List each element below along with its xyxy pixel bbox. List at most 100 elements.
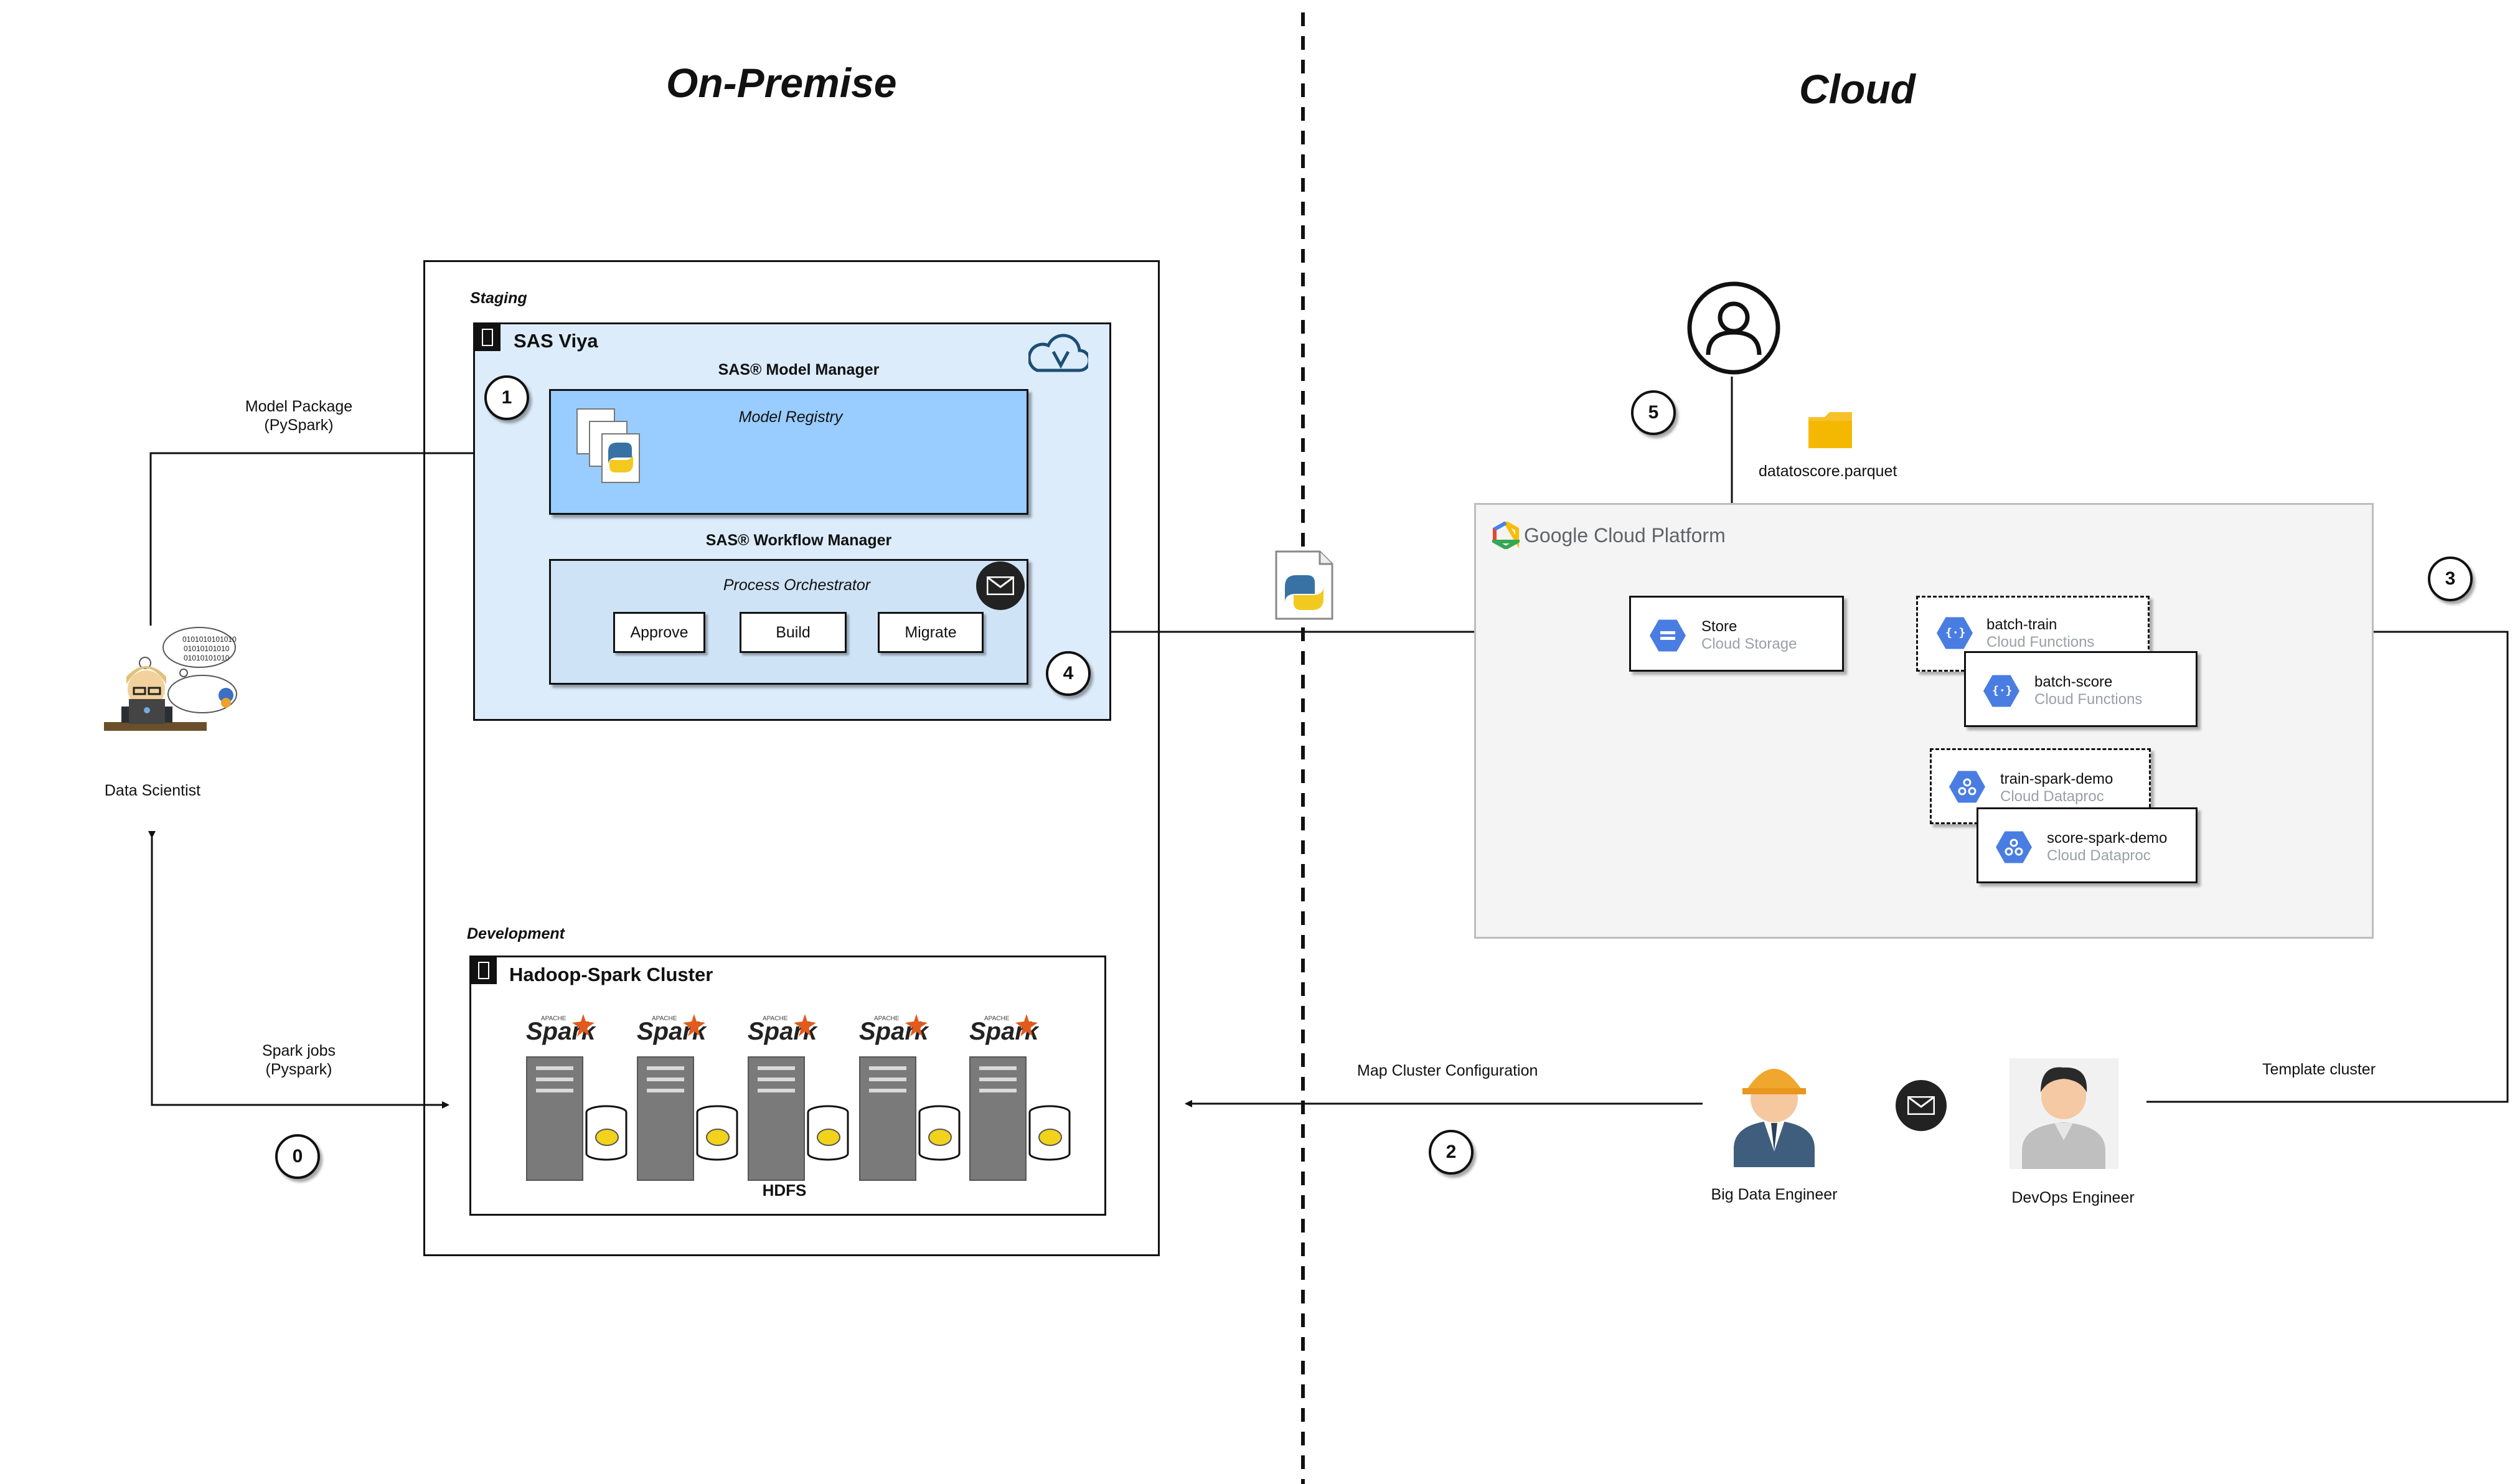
spark-node: Spark APACHE [637, 1014, 761, 1181]
gcp-logo-google: Google [1524, 524, 1589, 547]
data-scientist-icon [104, 627, 237, 731]
server-icon [474, 324, 501, 351]
server-icon [969, 1056, 1027, 1181]
devops-engineer-icon [2010, 1058, 2118, 1169]
build-step: Build [740, 612, 847, 653]
map-cluster-label: Map Cluster Configuration [1357, 1062, 1538, 1079]
spark-node: Spark APACHE [526, 1014, 651, 1181]
binary-line-2: 01010101010 [184, 644, 230, 653]
hadoop-elephant-icon [585, 1105, 628, 1161]
approve-step: Approve [613, 612, 705, 653]
spark-jobs-line-1: Spark jobs [261, 1042, 336, 1059]
envelope-icon [976, 561, 1025, 610]
edge-model-package [149, 449, 552, 626]
hadoop-elephant-icon [807, 1105, 849, 1161]
badge-step-2: 2 [1429, 1130, 1474, 1175]
gcp-panel [1474, 503, 2374, 939]
server-icon [526, 1056, 583, 1181]
hadoop-elephant-icon [1028, 1105, 1071, 1161]
process-orchestrator-label: Process Orchestrator [723, 576, 871, 594]
gcp-logo-icon [1492, 522, 1520, 549]
user-icon [1687, 281, 1780, 375]
store-title: Store [1701, 618, 1737, 635]
staging-label: Staging [470, 289, 527, 307]
cloud-title: Cloud [1799, 66, 1916, 112]
server-icon [471, 957, 497, 984]
binary-line-3: 01010101010 [184, 654, 230, 662]
server-icon [859, 1056, 916, 1181]
spark-node: Spark APACHE [969, 1014, 1094, 1181]
hadoop-elephant-icon [918, 1105, 961, 1161]
data-scientist-figure: 0101010101010 01010101010 01010101010 [78, 619, 240, 753]
spark-star-icon [1015, 1014, 1038, 1036]
badge-step-4: 4 [1046, 651, 1091, 696]
badge-step-5: 5 [1631, 390, 1676, 435]
spark-star-icon [905, 1014, 928, 1036]
dataproc-icon [1996, 831, 2032, 863]
model-package-label: Model Package (PySpark) [224, 397, 374, 434]
sas-viya-title: SAS Viya [514, 330, 598, 352]
apache-tag: APACHE [652, 1015, 677, 1022]
binary-line-1: 0101010101010 [182, 635, 237, 644]
folder-icon [1808, 412, 1852, 448]
spark-node: Spark APACHE [748, 1014, 872, 1181]
batch-score-subtitle: Cloud Functions [2034, 691, 2143, 708]
badge-step-3: 3 [2428, 556, 2473, 601]
badge-step-1: 1 [484, 375, 529, 420]
edge-spark-jobs [148, 831, 449, 1109]
batch-score-card[interactable]: {·} batch-score Cloud Functions [1964, 651, 2198, 727]
gcp-logo-cloud: Cloud Platform [1594, 524, 1726, 547]
hdfs-label: HDFS [762, 1181, 807, 1200]
spark-star-icon [794, 1014, 816, 1036]
train-spark-demo-subtitle: Cloud Dataproc [2000, 788, 2104, 805]
spark-jobs-label: Spark jobs (Pyspark) [237, 1041, 361, 1079]
score-spark-demo-title: score-spark-demo [2047, 830, 2168, 847]
score-spark-demo-subtitle: Cloud Dataproc [2047, 847, 2151, 864]
score-spark-demo-card[interactable]: score-spark-demo Cloud Dataproc [1977, 807, 2198, 883]
storage-icon [1650, 619, 1686, 652]
python-file-icon [576, 408, 640, 483]
development-label: Development [467, 925, 565, 942]
train-spark-demo-title: train-spark-demo [2000, 771, 2113, 787]
server-icon [748, 1056, 805, 1181]
store-card[interactable]: Store Cloud Storage [1629, 596, 1844, 672]
apache-tag: APACHE [984, 1015, 1010, 1022]
spark-node: Spark APACHE [859, 1014, 984, 1181]
hadoop-elephant-icon [696, 1105, 738, 1161]
batch-score-title: batch-score [2034, 674, 2113, 690]
devops-engineer-label: DevOps Engineer [2011, 1189, 2135, 1206]
on-premise-title: On-Premise [666, 60, 897, 106]
apache-tag: APACHE [541, 1015, 566, 1022]
apache-tag: APACHE [874, 1015, 900, 1022]
cloud-icon [1028, 334, 1088, 372]
parquet-file-label: datatoscore.parquet [1759, 463, 1897, 480]
model-package-line-1: Model Package [245, 398, 353, 415]
model-manager-title: SAS® Model Manager [718, 361, 880, 378]
server-icon [637, 1056, 694, 1181]
spark-star-icon [572, 1014, 595, 1036]
model-package-line-2: (PySpark) [264, 416, 334, 434]
migrate-step: Migrate [878, 612, 984, 653]
apache-tag: APACHE [763, 1015, 788, 1022]
workflow-manager-title: SAS® Workflow Manager [705, 532, 892, 549]
python-file-icon [1275, 550, 1333, 620]
data-scientist-label: Data Scientist [104, 782, 201, 799]
spark-jobs-line-2: (Pyspark) [265, 1061, 332, 1078]
on-premise-frame [423, 260, 1160, 1256]
big-data-engineer-icon [1734, 1069, 1815, 1167]
batch-train-subtitle: Cloud Functions [1986, 634, 2095, 650]
store-subtitle: Cloud Storage [1701, 636, 1797, 652]
functions-icon: {·} [1983, 675, 2019, 707]
gcp-logo-text: Google Cloud Platform [1524, 524, 1726, 547]
envelope-icon [1896, 1080, 1947, 1131]
model-registry-label: Model Registry [738, 408, 843, 426]
big-data-engineer-label: Big Data Engineer [1711, 1186, 1838, 1203]
dataproc-icon [1949, 771, 1985, 803]
template-cluster-label: Template cluster [2262, 1061, 2376, 1078]
functions-icon: {·} [1937, 617, 1973, 649]
hadoop-cluster-title: Hadoop-Spark Cluster [509, 964, 713, 985]
badge-step-0: 0 [275, 1134, 320, 1179]
spark-star-icon [683, 1014, 705, 1036]
batch-train-title: batch-train [1986, 616, 2057, 633]
